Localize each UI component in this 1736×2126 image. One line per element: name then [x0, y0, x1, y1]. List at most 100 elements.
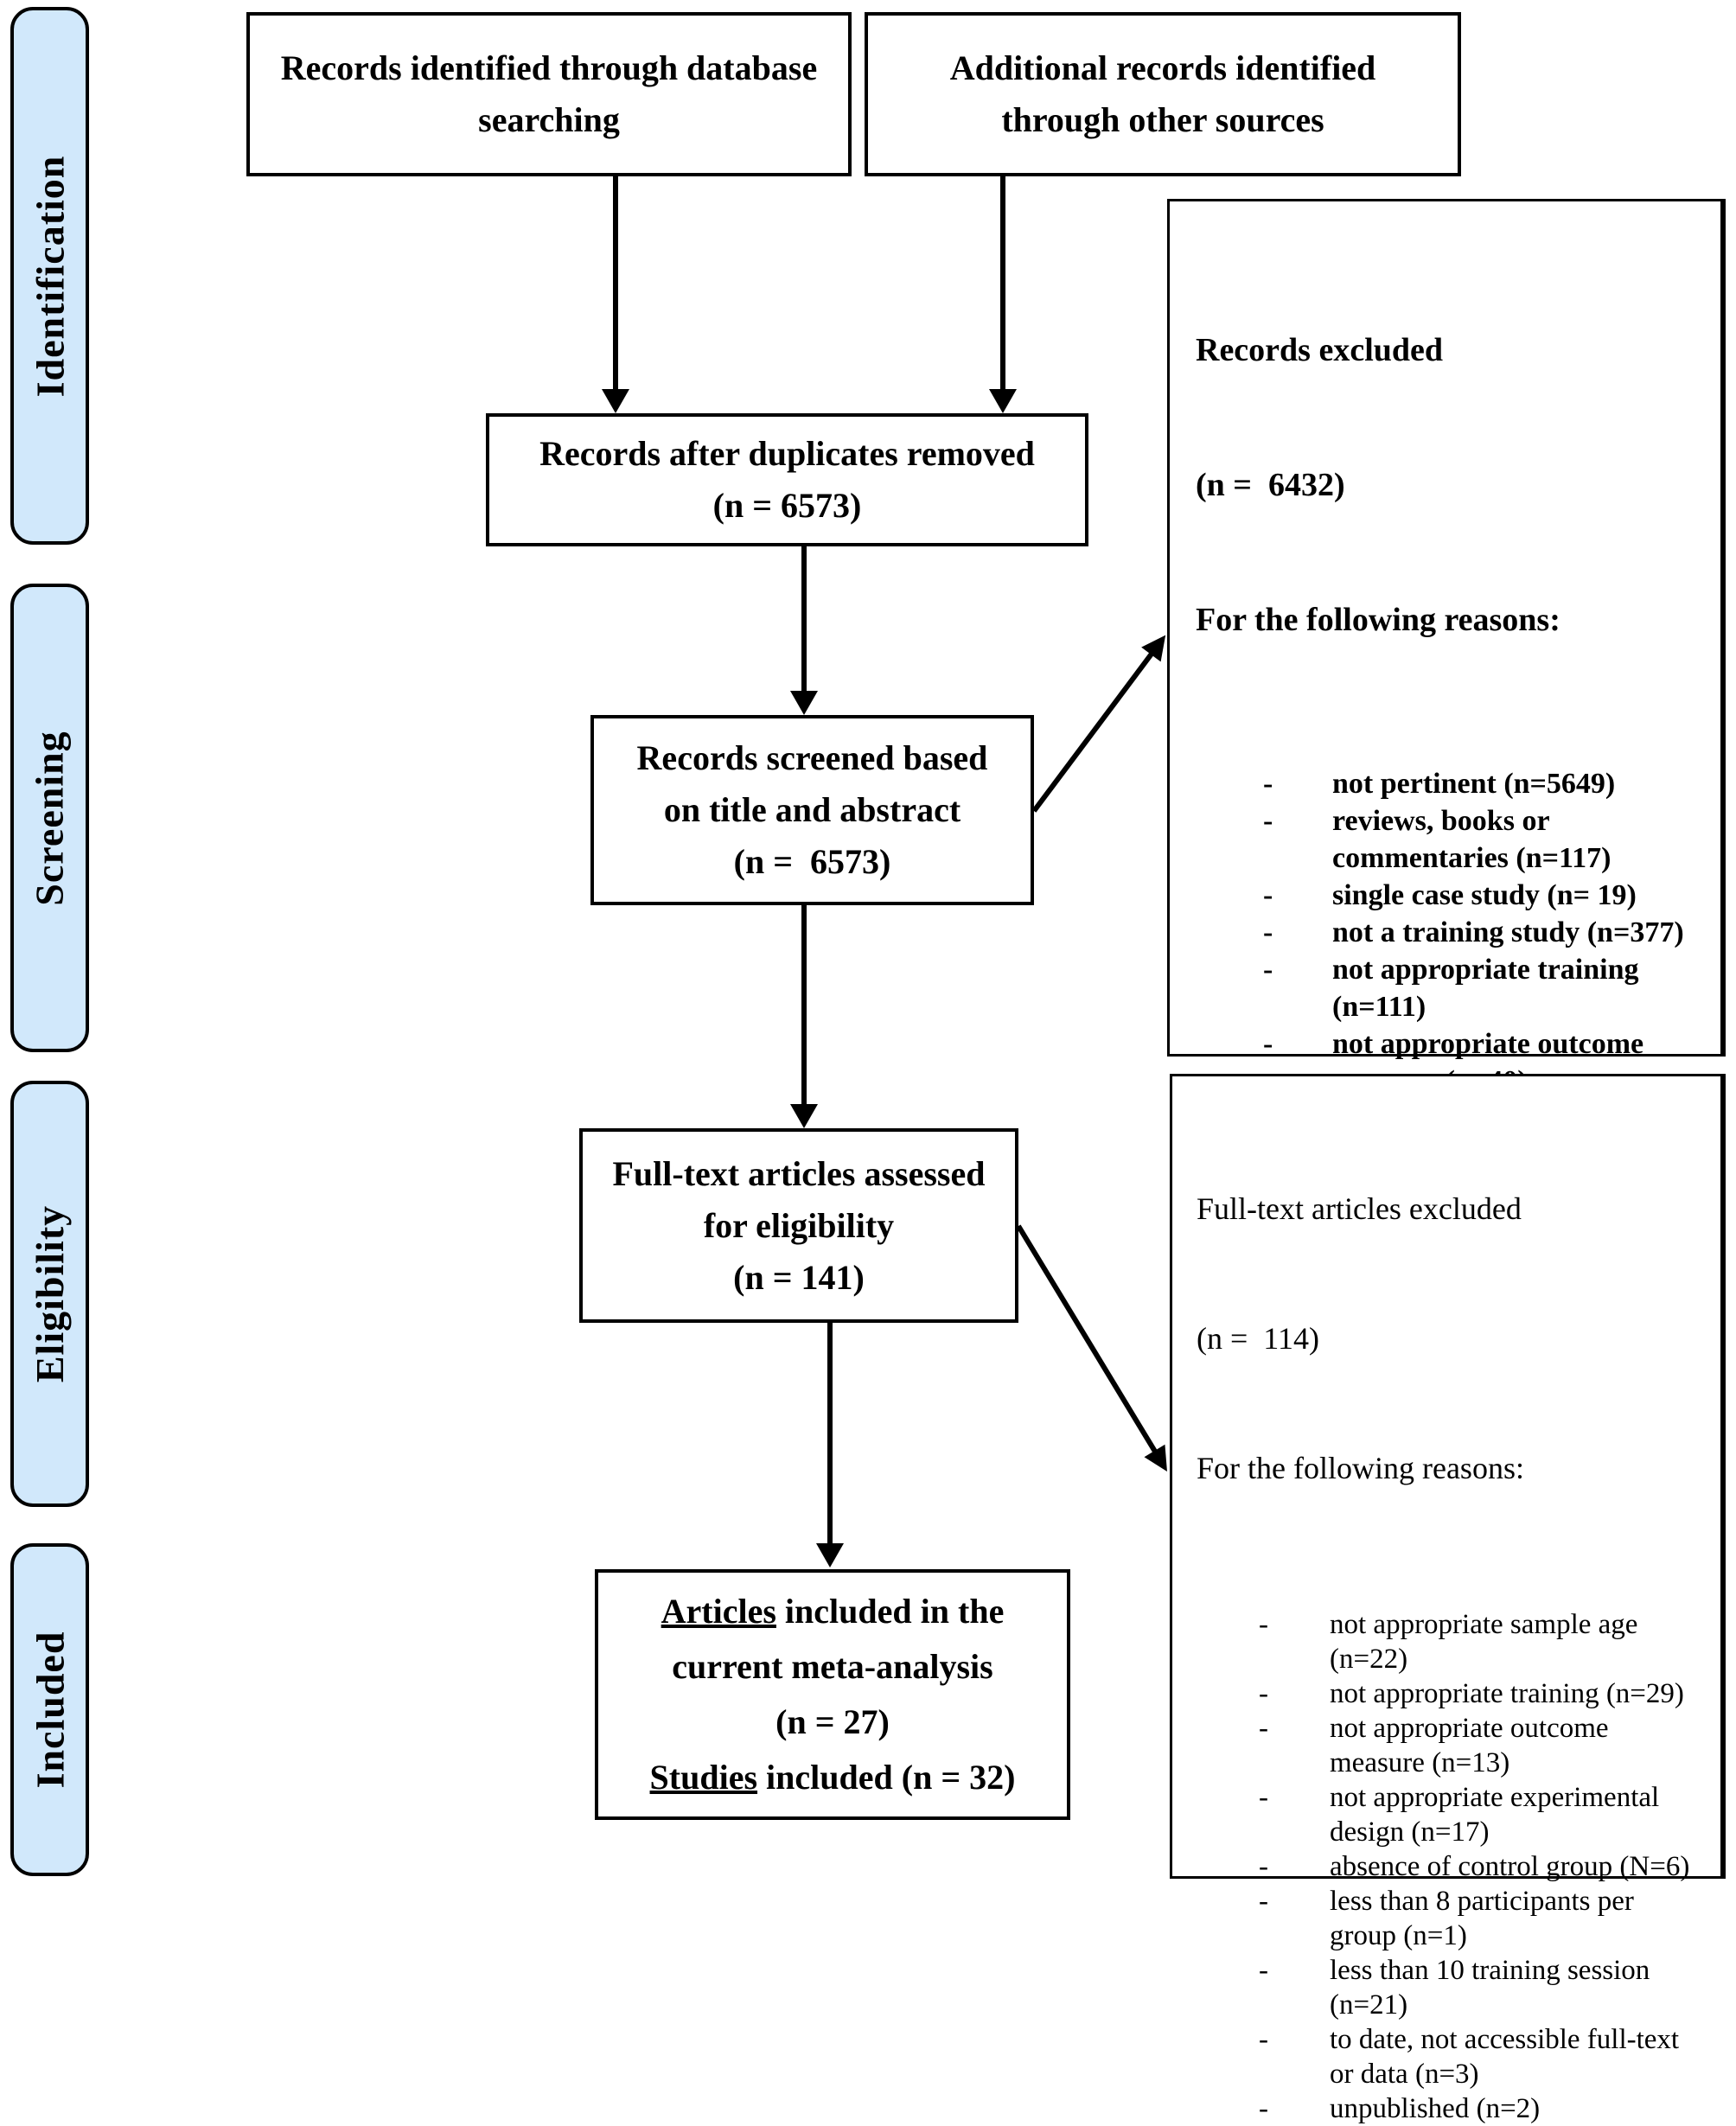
excluded-fulltext-title: Full-text articles excluded (n = 114) Fo… [1197, 1101, 1703, 1576]
excluded-records-title-line: (n = 6432) [1196, 467, 1345, 503]
arrow-shaft [1031, 651, 1154, 813]
reason-text: not appropriate experimental design (n=1… [1330, 1782, 1667, 1848]
arrow-duplicates-to-screened [801, 546, 807, 691]
reason-list-item: - not appropriate training (n=29) [1172, 1676, 1720, 1711]
stage-label-eligibility: Eligibility [10, 1081, 89, 1507]
box-text-line: Studies included (n = 32) [650, 1750, 1016, 1805]
reason-text: not appropriate training (n=29) [1330, 1678, 1684, 1709]
reason-list-item: - not appropriate sample age (n=22) [1172, 1607, 1720, 1676]
bullet-dash: - [1263, 805, 1273, 837]
box-text-line: (n = 27) [775, 1702, 890, 1741]
bullet-dash: - [1263, 879, 1273, 911]
excluded-records-title: Records excluded (n = 6432) For the foll… [1196, 238, 1703, 732]
box-text-line: for eligibility [703, 1205, 895, 1245]
box-text-line: (n = 141) [733, 1257, 865, 1297]
reason-text: not pertinent (n=5649) [1332, 768, 1616, 800]
bullet-dash: - [1259, 1609, 1268, 1640]
bullet-dash: - [1259, 1955, 1268, 1986]
arrow-database-to-duplicates [613, 176, 618, 389]
box-records-excluded: Records excluded (n = 6432) For the foll… [1167, 199, 1726, 1432]
bullet-dash: - [1259, 1851, 1268, 1882]
arrow-shaft [1016, 1224, 1158, 1454]
arrowhead-down-icon [989, 389, 1017, 413]
box-text-line: included (n = 32) [757, 1758, 1016, 1797]
box-text-line: (n = 6573) [712, 486, 862, 525]
box-text-line: Articles included in the [661, 1584, 1005, 1639]
box-text-line: Additional records identified [949, 48, 1376, 87]
reason-list-item: - not appropriate outcome measure (n=13) [1172, 1711, 1720, 1780]
arrow-fulltext-to-included [827, 1323, 833, 1543]
reason-text: not appropriate sample age (n=22) [1330, 1609, 1645, 1675]
reason-text: not appropriate training (n=111) [1332, 954, 1647, 1023]
box-text-line: Records identified through database [280, 48, 818, 87]
bullet-dash: - [1263, 954, 1273, 986]
excluded-records-title-line: Records excluded [1196, 332, 1444, 368]
reason-list-item: - less than 8 participants per group (n=… [1172, 1884, 1720, 1953]
excluded-fulltext-title-line: Full-text articles excluded [1197, 1191, 1522, 1226]
bullet-dash: - [1259, 1782, 1268, 1813]
underlined-word: Studies [649, 1758, 758, 1797]
excluded-fulltext-title-line: For the following reasons: [1197, 1451, 1524, 1485]
bullet-dash: - [1259, 2093, 1268, 2124]
box-text-line: Full-text articles assessed [612, 1153, 986, 1193]
reason-list-item: - not pertinent (n=5649) [1170, 765, 1720, 802]
reason-list-item: - to date, not accessible full-text or d… [1172, 2022, 1720, 2091]
bullet-dash: - [1263, 1028, 1273, 1060]
box-text-line: searching [478, 100, 620, 139]
arrowhead-down-icon [790, 691, 818, 715]
stage-label-screening: Screening [10, 584, 89, 1052]
box-text-line: Records screened based [636, 738, 988, 777]
box-text-line: through other sources [1001, 100, 1324, 139]
prisma-flow-diagram: Identification Screening Eligibility Inc… [10, 7, 1726, 2124]
bullet-dash: - [1263, 768, 1273, 800]
reason-text: absence of control group (N=6) [1330, 1851, 1690, 1882]
stage-label-included-text: Included [28, 1631, 73, 1789]
excluded-fulltext-reason-list: - not appropriate sample age (n=22) - no… [1172, 1607, 1720, 2126]
box-records-after-duplicates: Records after duplicates removed (n = 65… [486, 413, 1088, 546]
arrowhead-down-icon [602, 389, 629, 413]
reason-text: to date, not accessible full-text or dat… [1330, 2024, 1687, 2090]
arrow-other-sources-to-duplicates [1000, 176, 1005, 389]
arrowhead-down-icon [790, 1104, 818, 1128]
reason-text: not appropriate outcome measure (n=13) [1330, 1713, 1616, 1778]
underlined-word: Articles [661, 1592, 776, 1631]
box-text-line: current meta-analysis [672, 1647, 993, 1686]
reason-text: reviews, books or commentaries (n=117) [1332, 805, 1612, 874]
stage-label-identification: Identification [10, 7, 89, 545]
reason-list-item: - not appropriate training (n=111) [1170, 951, 1720, 1025]
box-fulltext-excluded: Full-text articles excluded (n = 114) Fo… [1170, 1074, 1726, 2124]
box-records-screened: Records screened based on title and abst… [590, 715, 1034, 905]
reason-list-item: - not appropriate experimental design (n… [1172, 1780, 1720, 1849]
excluded-records-title-line: For the following reasons: [1196, 602, 1560, 638]
bullet-dash: - [1259, 1678, 1268, 1709]
excluded-fulltext-title-line: (n = 114) [1197, 1321, 1319, 1356]
reason-text: less than 8 participants per group (n=1) [1330, 1886, 1642, 1951]
arrow-screened-to-records-excluded [1031, 628, 1176, 813]
reason-list-item: - unpublished (n=2) [1172, 2091, 1720, 2126]
bullet-dash: - [1259, 2024, 1268, 2055]
stage-label-eligibility-text: Eligibility [28, 1204, 73, 1383]
box-text-line: Records after duplicates removed [539, 434, 1035, 473]
reason-list-item: - less than 10 training session (n=21) [1172, 1953, 1720, 2022]
bullet-dash: - [1263, 916, 1273, 948]
bullet-dash: - [1259, 1886, 1268, 1917]
reason-text: less than 10 training session (n=21) [1330, 1955, 1657, 2021]
reason-text: single case study (n= 19) [1332, 879, 1637, 911]
reason-list-item: - absence of control group (N=6) [1172, 1849, 1720, 1884]
reason-text: unpublished (n=2) [1330, 2093, 1541, 2124]
reason-list-item: - single case study (n= 19) [1170, 877, 1720, 914]
reason-list-item: - reviews, books or commentaries (n=117) [1170, 802, 1720, 877]
arrowhead-down-icon [816, 1543, 844, 1567]
reason-list-item: - not a training study (n=377) [1170, 914, 1720, 951]
box-records-identified-database: Records identified through database sear… [246, 12, 852, 176]
reason-text: not a training study (n=377) [1332, 916, 1684, 948]
stage-label-included: Included [10, 1543, 89, 1876]
box-text-line: on title and abstract [663, 790, 961, 829]
box-articles-included: Articles included in the current meta-an… [595, 1569, 1070, 1820]
stage-label-identification-text: Identification [28, 155, 72, 397]
stage-label-screening-text: Screening [28, 730, 72, 906]
box-text-line: included in the [775, 1592, 1005, 1631]
arrow-screened-to-fulltext [801, 905, 807, 1104]
box-additional-records-other-sources: Additional records identified through ot… [865, 12, 1461, 176]
box-text-line: (n = 6573) [733, 842, 891, 881]
